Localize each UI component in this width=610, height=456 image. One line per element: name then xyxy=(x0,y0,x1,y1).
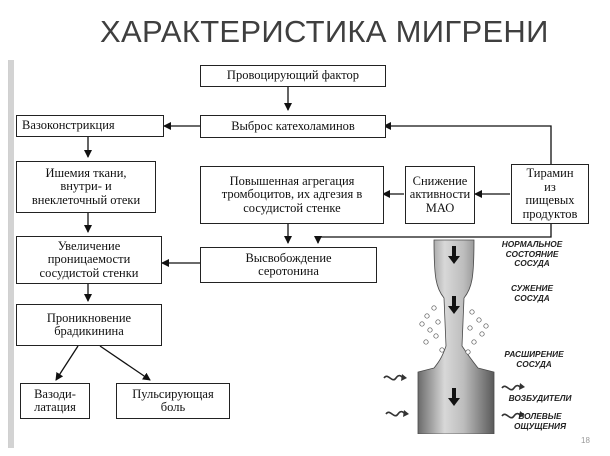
particle-dot xyxy=(483,323,489,329)
label-normal-state: НОРМАЛЬНОЕ СОСТОЯНИЕ СОСУДА xyxy=(501,239,563,268)
box-pulsating-pain: Пульсирующая боль xyxy=(116,383,230,419)
box-serotonin: Высвобождение серотонина xyxy=(200,247,377,283)
particle-dot xyxy=(427,327,433,333)
box-permeability: Увеличение проницаемости сосудистой стен… xyxy=(16,236,162,284)
frame-accent-bar xyxy=(9,60,14,448)
particle-dot xyxy=(424,313,430,319)
particle-dot xyxy=(439,347,445,353)
label-dilation: РАСШИРЕНИЕ СОСУДА xyxy=(504,349,564,369)
box-ischemia: Ишемия ткани, внутри- и внеклеточный оте… xyxy=(16,161,156,213)
box-vasoconstriction: Вазоконстрикция xyxy=(16,115,164,137)
particle-dot xyxy=(476,317,482,323)
particle-dot xyxy=(465,349,471,355)
box-mao: Снижение активности МАО xyxy=(405,166,475,224)
arrow-bradykinin-to-vasodilation xyxy=(55,345,79,381)
box-catecholamines: Выброс катехоламинов xyxy=(200,115,386,138)
particle-dot xyxy=(469,309,475,315)
label-stimulants: ВОЗБУДИТЕЛИ xyxy=(508,393,572,403)
arrow-bradykinin-to-pain xyxy=(99,345,151,381)
squiggle-icon xyxy=(501,384,521,391)
particle-dot xyxy=(471,339,477,345)
box-bradykinin: Проникновение брадикинина xyxy=(16,304,162,346)
particle-dot xyxy=(433,333,439,339)
particle-dot xyxy=(431,305,437,311)
particle-dot xyxy=(419,321,425,327)
particle-dot xyxy=(479,331,485,337)
label-pain-sensations: БОЛЕВЫЕ ОЩУЩЕНИЯ xyxy=(513,411,567,431)
vessel-shape xyxy=(417,239,495,434)
page-number: 18 xyxy=(581,436,590,445)
box-tyramine: Тирамин из пищевых продуктов xyxy=(511,164,589,224)
box-vasodilation: Вазоди- латация xyxy=(20,383,90,419)
box-aggregation: Повышенная агрегация тромбоцитов, их адг… xyxy=(200,166,384,224)
squiggle-icon xyxy=(383,374,403,381)
box-trigger: Провоцирующий фактор xyxy=(200,65,386,87)
particle-dot xyxy=(423,339,429,345)
flow-arrow-icon xyxy=(448,246,460,264)
label-narrowing: СУЖЕНИЕ СОСУДА xyxy=(510,283,553,303)
arrow-tyramine-to-catecholamines xyxy=(383,122,552,164)
flow-arrow-icon xyxy=(448,296,460,314)
flow-arrow-icon xyxy=(448,388,460,406)
vessel-illustration: НОРМАЛЬНОЕ СОСТОЯНИЕ СОСУДА СУЖЕНИЕ СОСУ… xyxy=(382,238,586,434)
arrow-tyramine-to-serotonin xyxy=(314,224,552,244)
page-title: ХАРАКТЕРИСТИКА МИГРЕНИ xyxy=(100,14,549,49)
squiggle-icon xyxy=(501,412,521,419)
particle-dot xyxy=(467,325,473,331)
particle-dot xyxy=(435,319,441,325)
squiggle-icon xyxy=(385,410,405,417)
